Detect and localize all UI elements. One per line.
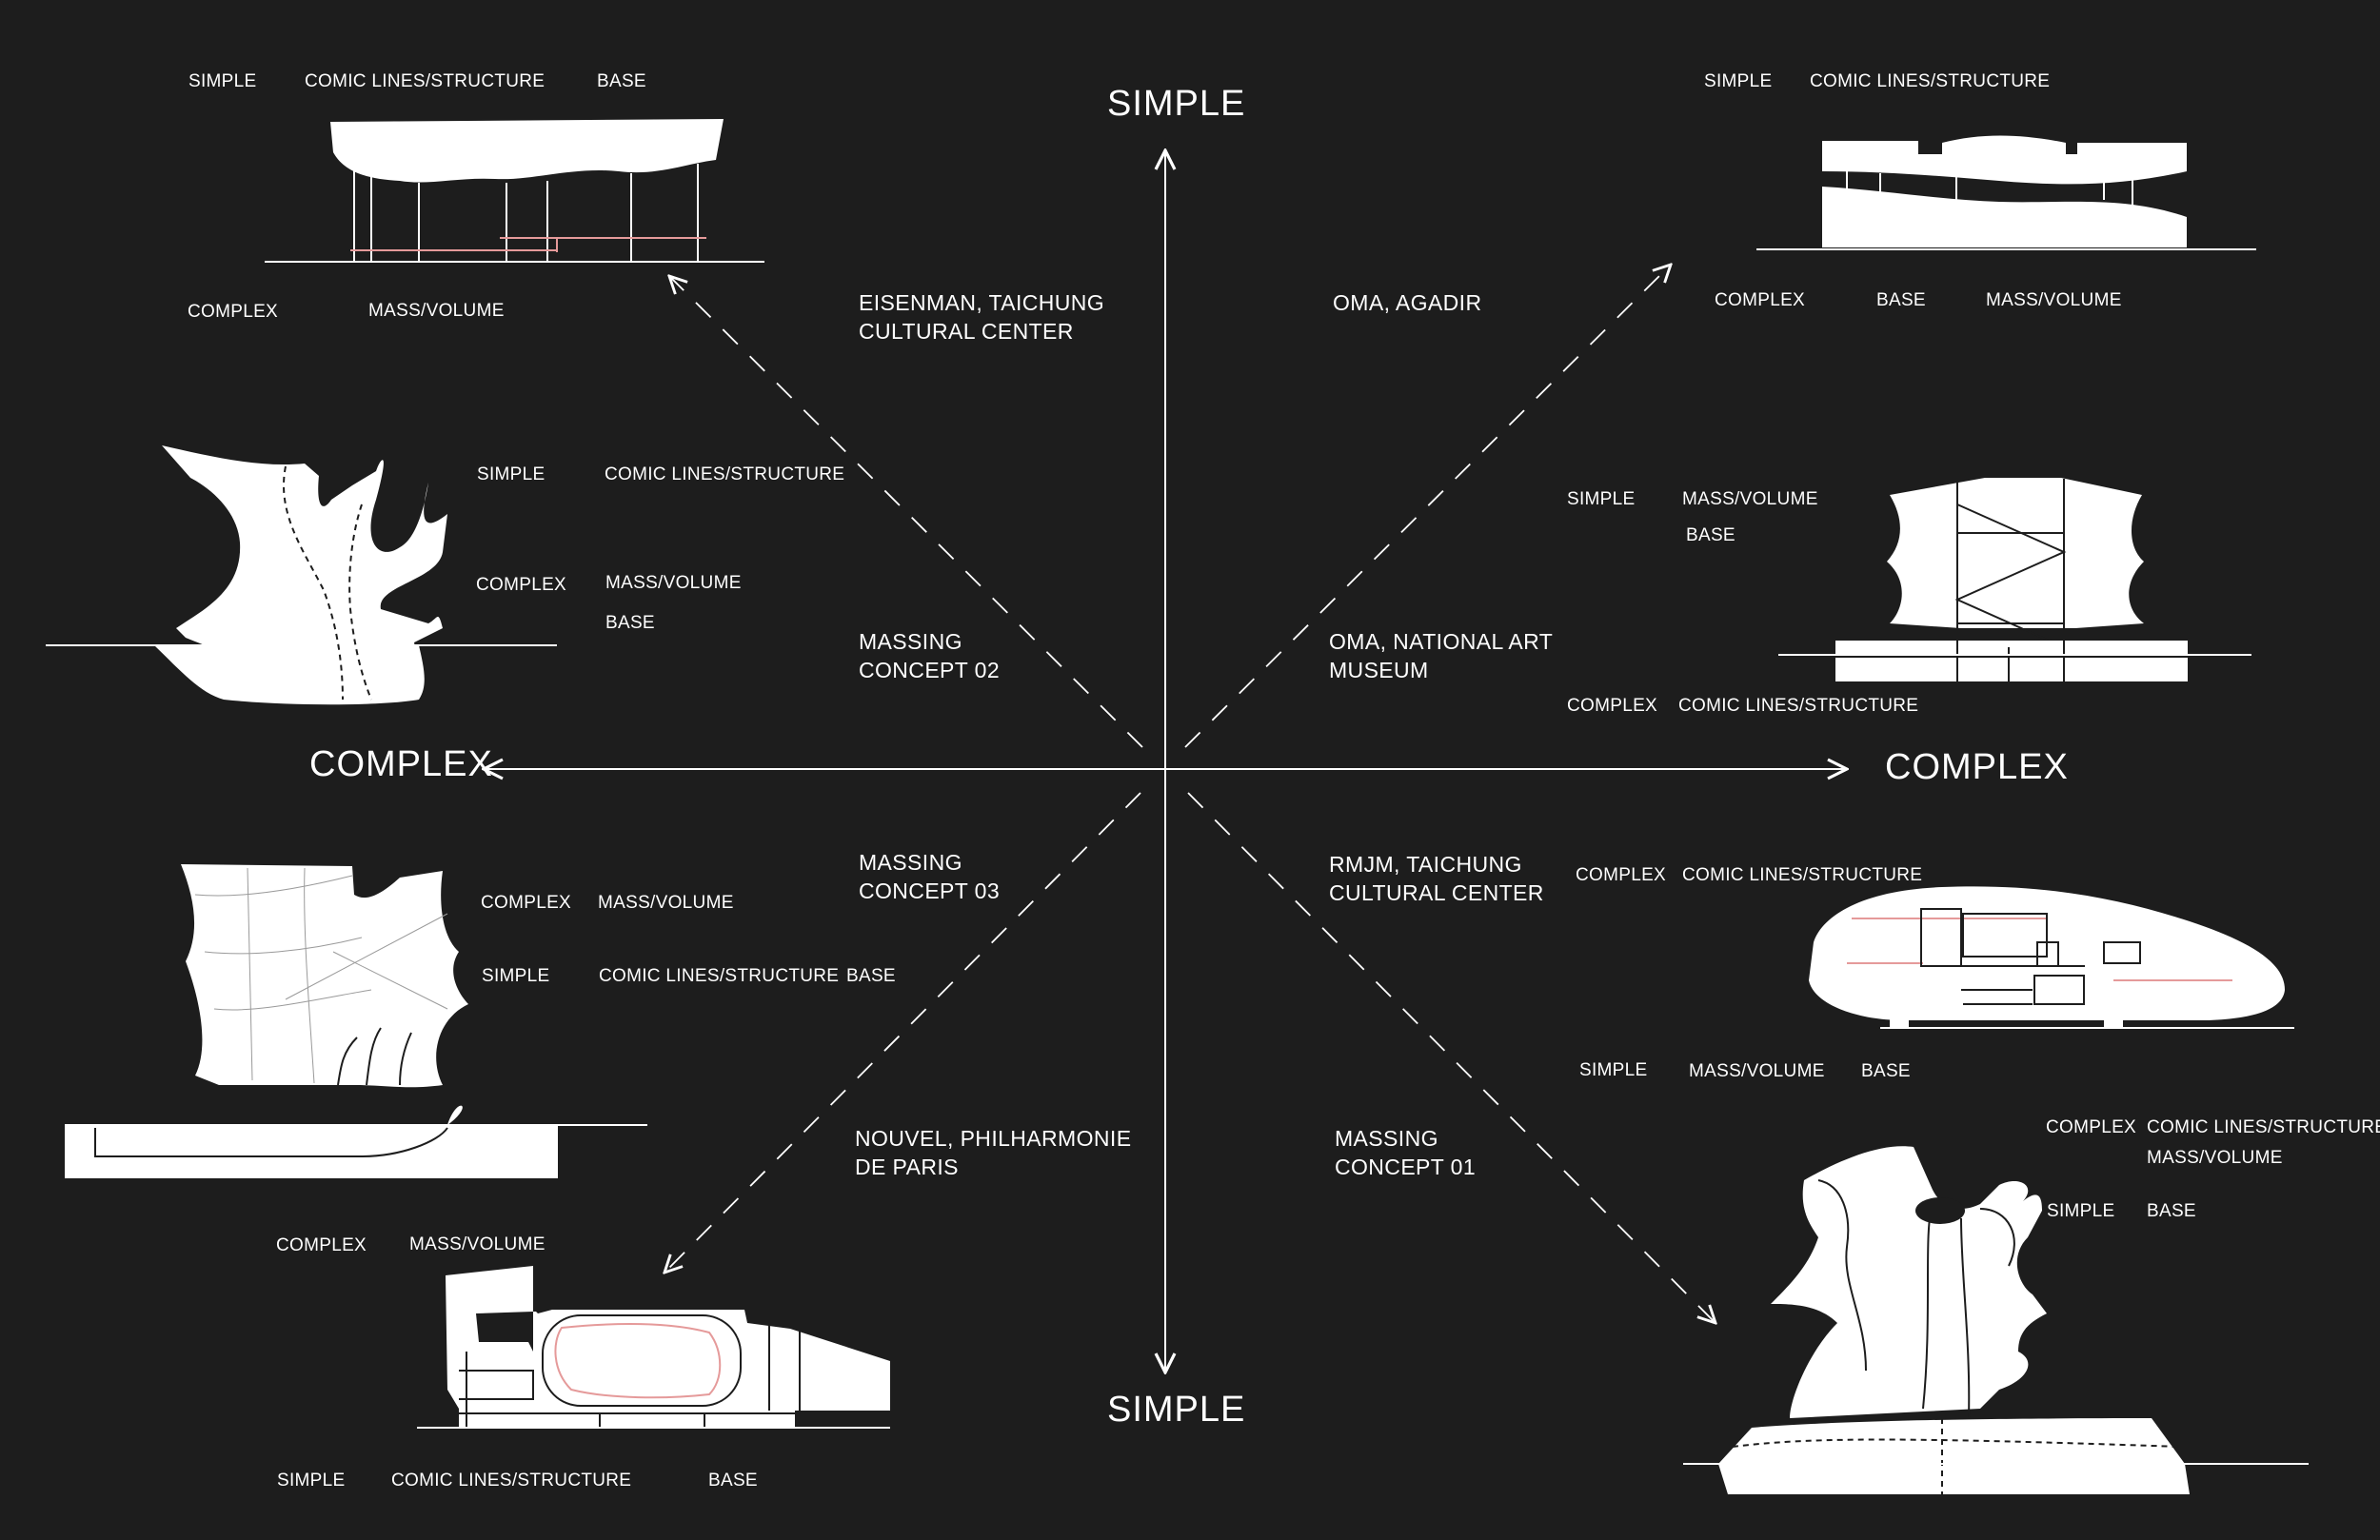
eisenman-label-simple: SIMPLE [188,71,257,91]
axis-label-left: COMPLEX [309,744,493,784]
massing01-label-complex: COMPLEX [2046,1117,2137,1137]
national-label-mass: MASS/VOLUME [1682,489,1818,509]
title-massing01: MASSING CONCEPT 01 [1335,1124,1476,1181]
title-massing03-line1: MASSING [859,850,962,875]
nouvel-label-comic-lines: COMIC LINES/STRUCTURE [391,1471,632,1491]
title-oma-national-line1: OMA, NATIONAL ART [1329,629,1554,654]
nouvel-label-base: BASE [708,1471,758,1491]
title-massing01-line2: CONCEPT 01 [1335,1155,1477,1179]
agadir-label-base: BASE [1876,290,1926,310]
nouvel-label-complex: COMPLEX [276,1235,367,1255]
agadir-label-comic-lines: COMIC LINES/STRUCTURE [1810,71,2051,91]
agadir-label-simple: SIMPLE [1704,71,1773,91]
title-oma-national: OMA, NATIONAL ART MUSEUM [1329,627,1553,684]
massing02-label-complex: COMPLEX [476,575,567,595]
title-eisenman-line2: CULTURAL CENTER [859,319,1074,344]
title-eisenman-line1: EISENMAN, TAICHUNG [859,290,1105,315]
massing03-label-comic-lines: COMIC LINES/STRUCTURE [599,966,840,986]
massing03-label-simple: SIMPLE [482,966,550,986]
title-massing01-line1: MASSING [1335,1126,1438,1151]
diagonal-arrow-down-right [1187,792,1716,1323]
title-oma-agadir-line1: OMA, AGADIR [1333,290,1482,315]
title-nouvel-line2: DE PARIS [855,1155,959,1179]
massing02-label-comic-lines: COMIC LINES/STRUCTURE [605,464,845,484]
axis-label-top: SIMPLE [1107,84,1246,124]
title-oma-agadir: OMA, AGADIR [1333,288,1481,317]
national-label-simple: SIMPLE [1567,489,1636,509]
massing01-label-mass: MASS/VOLUME [2147,1148,2283,1168]
massing01-label-simple: SIMPLE [2047,1201,2115,1221]
eisenman-label-mass: MASS/VOLUME [368,301,505,321]
eisenman-label-complex: COMPLEX [188,302,279,322]
title-massing03: MASSING CONCEPT 03 [859,848,1000,905]
title-rmjm-line1: RMJM, TAICHUNG [1329,852,1522,877]
nouvel-label-mass: MASS/VOLUME [409,1234,545,1254]
title-eisenman: EISENMAN, TAICHUNG CULTURAL CENTER [859,288,1104,346]
massing02-label-mass: MASS/VOLUME [605,573,742,593]
massing02-label-simple: SIMPLE [477,464,545,484]
title-rmjm-line2: CULTURAL CENTER [1329,880,1544,905]
axis-label-bottom: SIMPLE [1107,1390,1246,1430]
massing02-label-base: BASE [605,613,655,633]
rmjm-label-complex: COMPLEX [1576,865,1667,885]
rmjm-label-simple: SIMPLE [1579,1060,1648,1080]
nouvel-label-simple: SIMPLE [277,1471,346,1491]
national-label-complex: COMPLEX [1567,696,1658,716]
massing03-label-mass: MASS/VOLUME [598,893,734,913]
title-nouvel: NOUVEL, PHILHARMONIE DE PARIS [855,1124,1131,1181]
massing01-label-base: BASE [2147,1201,2196,1221]
agadir-label-complex: COMPLEX [1715,290,1806,310]
title-massing02-line1: MASSING [859,629,962,654]
agadir-label-mass: MASS/VOLUME [1986,290,2122,310]
rmjm-label-comic-lines: COMIC LINES/STRUCTURE [1682,865,1923,885]
axis-label-right: COMPLEX [1885,747,2069,787]
title-nouvel-line1: NOUVEL, PHILHARMONIE [855,1126,1132,1151]
eisenman-label-base: BASE [597,71,646,91]
rmjm-label-mass: MASS/VOLUME [1689,1061,1825,1081]
title-rmjm: RMJM, TAICHUNG CULTURAL CENTER [1329,850,1544,907]
massing01-label-comic-lines: COMIC LINES/STRUCTURE [2147,1117,2380,1137]
title-massing02-line2: CONCEPT 02 [859,658,1001,682]
massing03-label-base: BASE [846,966,896,986]
title-massing03-line2: CONCEPT 03 [859,879,1001,903]
national-label-comic-lines: COMIC LINES/STRUCTURE [1678,696,1919,716]
national-label-base: BASE [1686,525,1735,545]
eisenman-label-comic-lines: COMIC LINES/STRUCTURE [305,71,545,91]
massing03-label-complex: COMPLEX [481,893,572,913]
title-oma-national-line2: MUSEUM [1329,658,1429,682]
title-massing02: MASSING CONCEPT 02 [859,627,1000,684]
rmjm-label-base: BASE [1861,1061,1911,1081]
